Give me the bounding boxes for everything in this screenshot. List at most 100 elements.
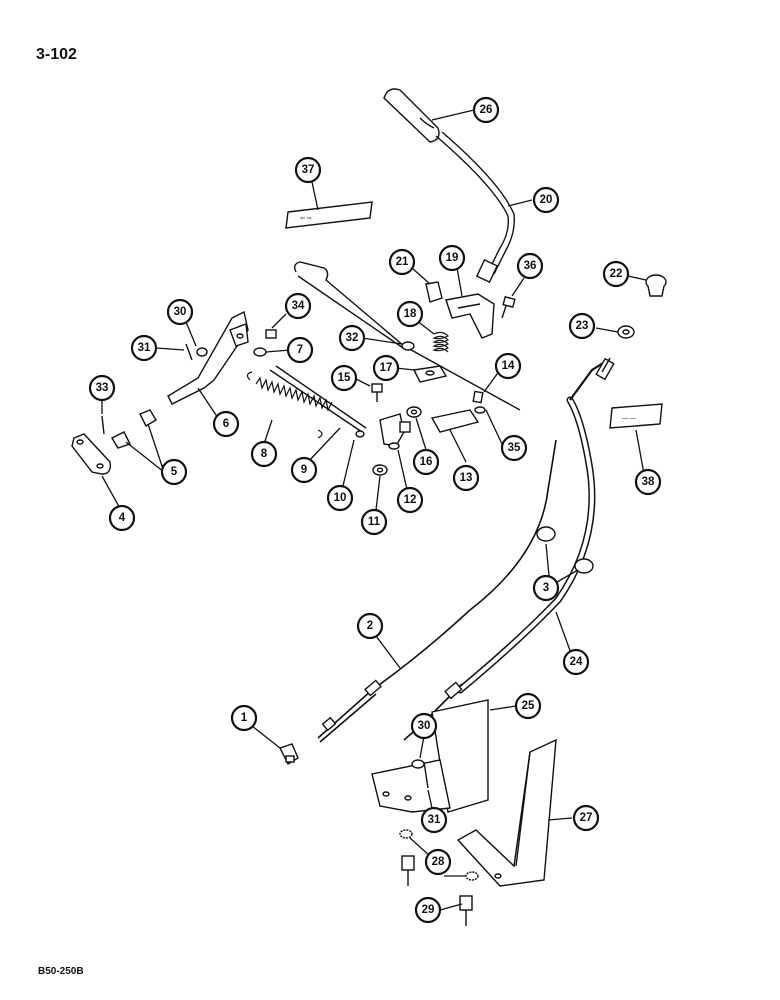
- lock-washer-28: [399, 829, 479, 881]
- callout-13: 13: [452, 464, 480, 492]
- figure-code: B50-250B: [38, 966, 84, 977]
- bolt-15: [371, 383, 383, 402]
- clip-17: [412, 365, 448, 383]
- callout-30-upper: 30: [166, 298, 194, 326]
- svg-text:12: 12: [404, 494, 417, 506]
- grommet-23: [617, 325, 635, 339]
- svg-text:26: 26: [480, 104, 493, 116]
- callout-30-lower: 30: [410, 712, 438, 740]
- svg-text:30: 30: [418, 720, 431, 732]
- svg-text:11: 11: [368, 516, 381, 528]
- callout-31-upper: 31: [130, 334, 158, 362]
- callout-12: 12: [396, 486, 424, 514]
- callout-34: 34: [284, 292, 312, 320]
- bracket-19: [445, 293, 495, 339]
- callout-35: 35: [500, 434, 528, 462]
- svg-text:27: 27: [580, 812, 593, 824]
- svg-text:6: 6: [223, 418, 229, 430]
- svg-text:15: 15: [338, 372, 351, 384]
- callout-2: 2: [356, 612, 384, 640]
- lever-knob: [383, 88, 440, 143]
- svg-text:28: 28: [432, 856, 445, 868]
- cotter-pin-31-lower: [423, 761, 429, 789]
- lever-plate-4: [71, 433, 112, 475]
- spring-18: [432, 331, 450, 353]
- svg-text:35: 35: [508, 442, 521, 454]
- callout-15: 15: [330, 364, 358, 392]
- decal-37-text: ⇦ ⇨: [300, 216, 312, 222]
- collar-7: [253, 347, 267, 357]
- callout-19: 19: [438, 244, 466, 272]
- washer-16: [406, 406, 422, 418]
- svg-text:33: 33: [96, 382, 109, 394]
- washer-30-lower: [411, 759, 425, 769]
- svg-text:5: 5: [171, 466, 178, 478]
- svg-text:31: 31: [428, 814, 441, 826]
- callout-20: 20: [532, 186, 560, 214]
- cotter-pin-31-upper: [185, 343, 193, 361]
- svg-text:13: 13: [460, 472, 473, 484]
- callout-33: 33: [88, 374, 116, 402]
- callout-8: 8: [250, 440, 278, 468]
- svg-text:36: 36: [524, 260, 537, 272]
- svg-text:23: 23: [576, 320, 589, 332]
- callout-1: 1: [230, 704, 258, 732]
- svg-text:31: 31: [138, 342, 151, 354]
- svg-text:18: 18: [404, 308, 417, 320]
- svg-text:7: 7: [297, 344, 303, 356]
- spring-8: [246, 371, 333, 439]
- callout-18: 18: [396, 300, 424, 328]
- svg-text:37: 37: [302, 164, 315, 176]
- callout-5: 5: [160, 458, 188, 486]
- rod-9: [269, 365, 367, 438]
- svg-text:25: 25: [522, 700, 535, 712]
- svg-text:14: 14: [502, 360, 515, 372]
- svg-text:24: 24: [570, 656, 583, 668]
- lever-rod: [435, 131, 516, 284]
- callout-32: 32: [338, 324, 366, 352]
- callout-22: 22: [602, 260, 630, 288]
- callout-6: 6: [212, 410, 240, 438]
- svg-text:8: 8: [261, 448, 268, 460]
- bracket-27: [456, 738, 557, 887]
- sheathed-cable-24: [456, 357, 615, 694]
- callout-14: 14: [494, 352, 522, 380]
- screw-36: [501, 295, 516, 319]
- callout-16: 16: [412, 448, 440, 476]
- callout-11: 11: [360, 508, 388, 536]
- setscrew-34: [265, 329, 277, 339]
- svg-text:17: 17: [380, 362, 393, 374]
- lever-arm-6: [167, 310, 249, 405]
- linkage-rod: [293, 261, 521, 411]
- svg-text:4: 4: [119, 512, 126, 524]
- washer-11: [372, 464, 388, 476]
- svg-text:29: 29: [422, 904, 435, 916]
- callout-3: 3: [532, 574, 560, 602]
- cotter-pin-33: [101, 415, 105, 435]
- svg-text:16: 16: [420, 456, 433, 468]
- callout-21: 21: [388, 248, 416, 276]
- callout-31-lower: 31: [420, 806, 448, 834]
- callout-7: 7: [286, 336, 314, 364]
- decal-37: ⇦ ⇨: [285, 201, 373, 229]
- svg-text:1: 1: [241, 712, 248, 724]
- callout-29: 29: [414, 896, 442, 924]
- leader-lines: [101, 109, 647, 911]
- callout-24: 24: [562, 648, 590, 676]
- bolt-29: [401, 855, 473, 926]
- control-cable-2: [317, 439, 557, 743]
- callout-26: 26: [472, 96, 500, 124]
- callout-4: 4: [108, 504, 136, 532]
- svg-text:34: 34: [292, 300, 305, 312]
- callout-23: 23: [568, 312, 596, 340]
- callout-27: 27: [572, 804, 600, 832]
- svg-text:22: 22: [610, 268, 623, 280]
- washer-32: [401, 341, 415, 351]
- pivot-block-12: [379, 413, 411, 450]
- svg-text:30: 30: [174, 306, 187, 318]
- callout-17: 17: [372, 354, 400, 382]
- plate-13: [430, 409, 480, 433]
- svg-text:9: 9: [301, 464, 307, 476]
- cable-fitting-1: [279, 743, 299, 765]
- svg-text:32: 32: [346, 332, 359, 344]
